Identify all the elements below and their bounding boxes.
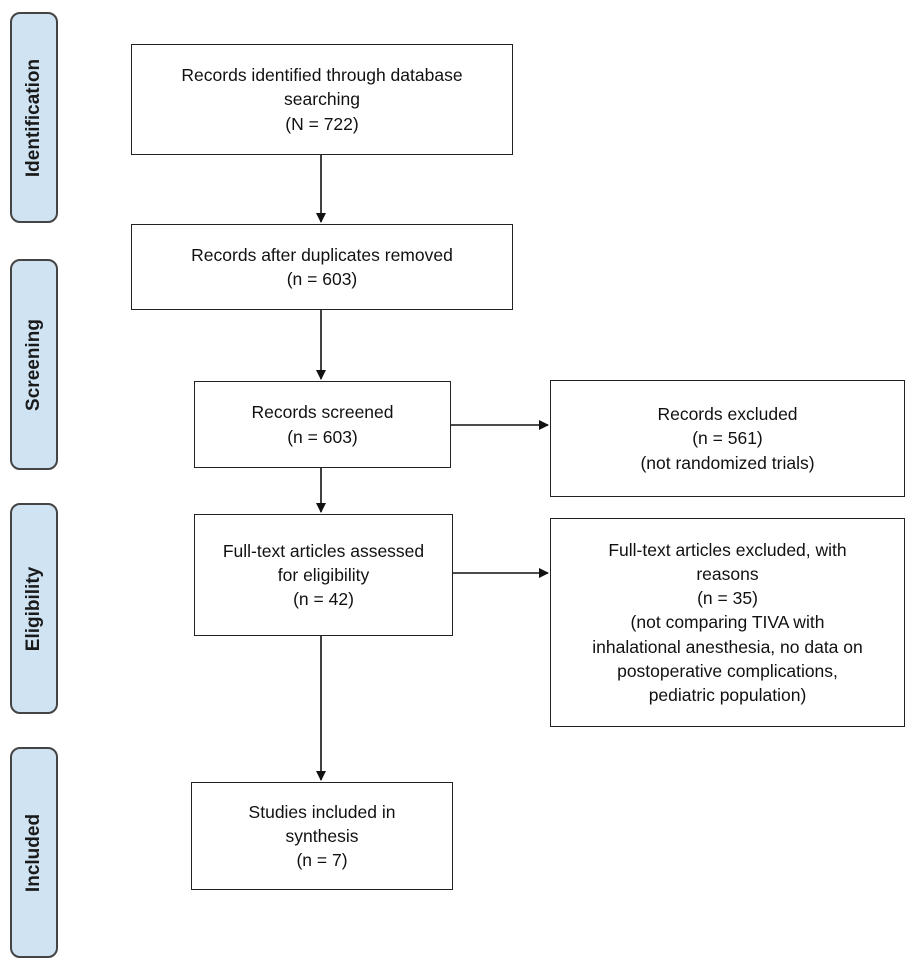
- box-fulltext-excluded-reason4: pediatric population): [648, 684, 807, 705]
- box-duplicates-removed-count: (n = 603): [286, 269, 358, 289]
- box-records-excluded-count: (n = 561): [692, 428, 763, 449]
- box-studies-included: Studies included in synthesis (n = 7): [191, 782, 453, 890]
- box-records-identified-count: (N = 722): [285, 113, 359, 134]
- box-records-identified: Records identified through database sear…: [131, 44, 513, 155]
- stage-screening: Screening: [10, 259, 58, 470]
- box-fulltext-excluded-line1: Full-text articles excluded, with: [608, 540, 847, 560]
- box-studies-included-line1: Studies included in: [248, 801, 396, 822]
- stage-eligibility: Eligibility: [10, 503, 58, 714]
- box-records-identified-line1: Records identified through database: [181, 65, 463, 86]
- box-records-excluded-line1: Records excluded: [657, 404, 798, 425]
- box-studies-included-count: (n = 7): [296, 850, 348, 871]
- box-records-screened: Records screened (n = 603): [194, 381, 451, 468]
- box-records-excluded-reason: (not randomized trials): [640, 452, 815, 473]
- box-fulltext-excluded-reason3: postoperative complications,: [617, 660, 838, 681]
- box-fulltext-assessed: Full-text articles assessed for eligibil…: [194, 514, 453, 636]
- box-duplicates-removed-line1: Records after duplicates removed: [191, 244, 453, 265]
- box-fulltext-assessed-count: (n = 42): [293, 589, 354, 610]
- box-fulltext-excluded-reason2: inhalational anesthesia, no data on: [592, 636, 863, 657]
- box-records-screened-line1: Records screened: [251, 402, 394, 423]
- box-fulltext-excluded-line2: reasons: [696, 564, 759, 585]
- box-records-excluded: Records excluded (n = 561) (not randomiz…: [550, 380, 905, 497]
- box-records-screened-count: (n = 603): [287, 426, 358, 447]
- box-records-identified-line2: searching: [284, 89, 360, 110]
- box-fulltext-assessed-line1: Full-text articles assessed: [222, 540, 425, 561]
- stage-included: Included: [10, 747, 58, 958]
- stage-identification: Identification: [10, 12, 58, 223]
- box-fulltext-excluded-count: (n = 35): [697, 588, 758, 609]
- box-duplicates-removed: Records after duplicates removed (n = 60…: [131, 224, 513, 310]
- box-fulltext-excluded-reason1: (not comparing TIVA with: [630, 612, 825, 633]
- box-fulltext-excluded: Full-text articles excluded, with reason…: [550, 518, 905, 727]
- box-fulltext-assessed-line2: for eligibility: [277, 564, 370, 585]
- box-studies-included-line2: synthesis: [285, 825, 359, 846]
